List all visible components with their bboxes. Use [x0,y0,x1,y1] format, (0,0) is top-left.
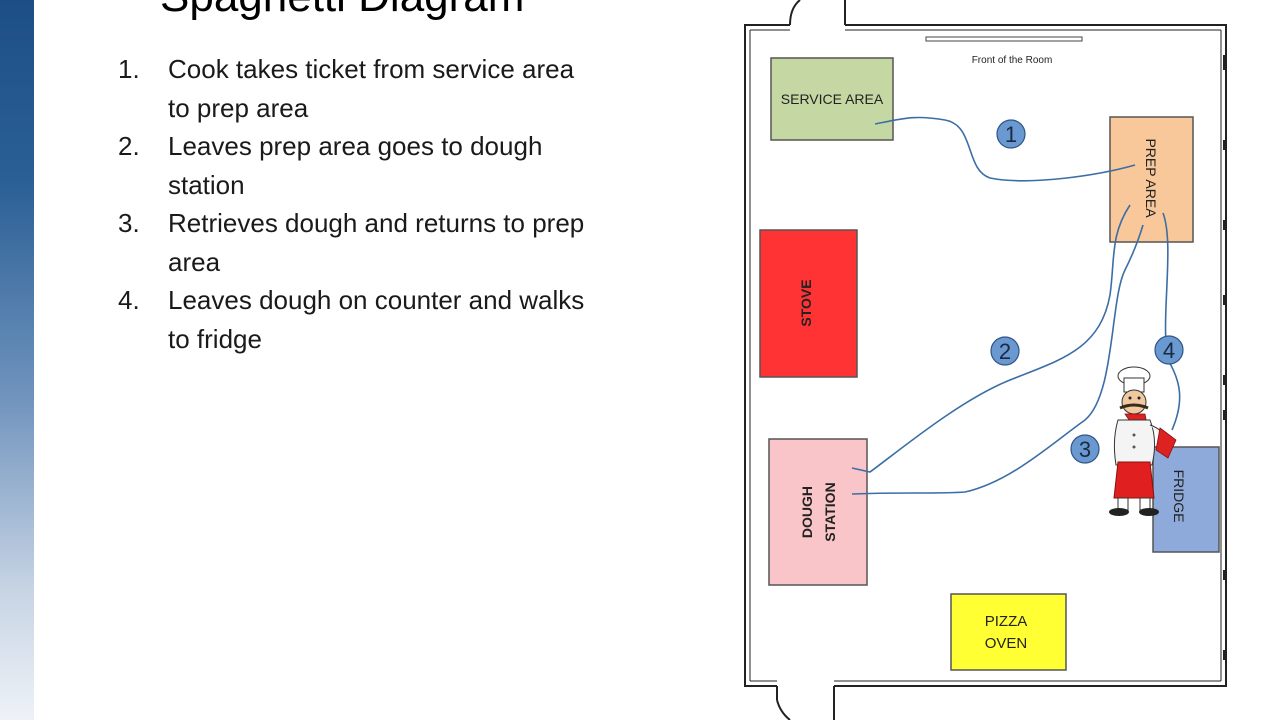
bottom-door [776,680,835,720]
slide-title: Spaghetti Diagram [160,0,524,22]
step-item-3: 3. Retrieves dough and returns to prep a… [118,204,588,281]
stove-box [759,229,858,378]
top-door [789,0,846,32]
prep-area-box [1109,116,1194,243]
step-number: 2. [118,131,140,161]
step-item-4: 4. Leaves dough on counter and walks to … [118,281,588,358]
fridge-label: FRIDGE [1171,470,1187,523]
steps-list: 1. Cook takes ticket from service area t… [118,50,588,358]
step-marker-1-label: 1 [1005,122,1017,147]
prep-area-label: PREP AREA [1143,138,1159,218]
step-marker-3-label: 3 [1079,437,1091,462]
step-marker-1 [996,119,1026,149]
step-marker-4 [1154,335,1184,365]
path-2 [851,204,1131,473]
step-marker-3 [1070,434,1100,464]
step-text: Cook takes ticket from service area to p… [168,54,575,123]
path-1 [874,116,1136,182]
service-area-box [770,57,894,141]
slide-side-bar [0,0,34,720]
step-number: 1. [118,54,140,84]
step-text: Leaves prep area goes to dough station [168,131,543,200]
step-number: 4. [118,285,140,315]
front-of-room-label: Front of the Room [972,55,1053,66]
stove-label: STOVE [798,279,814,326]
step-markers: 1 2 3 4 [990,119,1184,464]
front-window [925,36,1083,42]
service-area-label: SERVICE AREA [781,91,884,107]
chef-illustration [1109,366,1177,516]
step-marker-2-label: 2 [999,339,1011,364]
pizza-oven-box [950,593,1067,671]
step-number: 3. [118,208,140,238]
pizza-oven-label-line2: OVEN [985,635,1028,652]
dough-station-label-line1: DOUGH [799,486,815,538]
dough-station-box [768,438,868,586]
step-item-1: 1. Cook takes ticket from service area t… [118,50,588,127]
step-text: Retrieves dough and returns to prep area [168,208,585,277]
dough-station-label-line2: STATION [822,482,838,541]
step-marker-4-label: 4 [1163,338,1175,363]
step-item-2: 2. Leaves prep area goes to dough statio… [118,127,588,204]
fridge-box [1152,446,1220,553]
movement-paths [851,116,1181,495]
path-3 [851,224,1144,495]
step-marker-2 [990,336,1020,366]
step-text: Leaves dough on counter and walks to fri… [168,285,585,354]
pizza-oven-label-line1: PIZZA [985,613,1028,630]
